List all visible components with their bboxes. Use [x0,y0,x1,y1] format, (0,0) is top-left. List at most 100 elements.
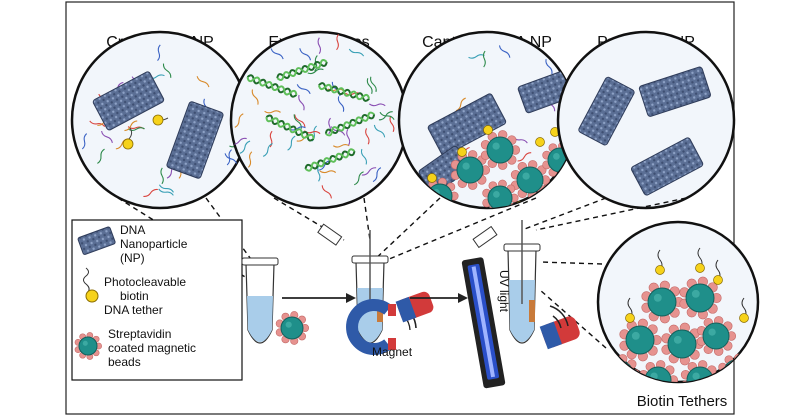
oligo [89,120,106,127]
oligo [298,94,305,111]
oligo [269,130,273,148]
nanoparticle [638,66,711,117]
oligo [262,143,273,157]
oligo [336,33,340,51]
oligo [196,76,210,88]
legend-tether-line1: Photocleavable [104,275,186,289]
label-magnet: Magnet [372,345,413,359]
nanoparticle [578,76,635,146]
oligo [224,153,238,165]
oligo [299,48,312,61]
oligo [293,114,302,129]
nanoparticle [92,71,165,131]
magnetic-bead [482,179,519,208]
biotin-dot [483,125,493,135]
oligo [143,188,158,198]
oligo [354,171,364,186]
oligo [160,167,164,185]
legend-bead-line2: coated magnetic [108,341,196,355]
biotin-dot [457,147,467,157]
bead-added [275,311,310,345]
legend-tether-icon [83,267,90,293]
oligo [158,188,174,196]
nanoparticle [166,101,224,179]
tube-crude [241,257,279,344]
oligo [365,128,370,145]
biotin-dot [713,275,723,285]
biotin-dot [625,313,635,323]
magnetic-bead [641,280,684,324]
legend-bead-line3: beads [108,355,141,369]
oligo [372,167,382,183]
oligo [369,103,386,107]
oligo [517,152,532,162]
oligo [317,164,321,182]
title-biotin: Biotin Tethers [637,393,728,410]
magnetic-bead [74,332,102,360]
legend-np-line2: Nanoparticle [120,237,188,251]
oligo [373,124,386,138]
arrow-step-1 [282,293,356,303]
oligo [97,148,105,164]
oligo [360,148,368,165]
nanoparticle [631,137,704,196]
biotin-dot [535,137,545,147]
oligo [468,54,485,59]
oligo [332,144,350,148]
magnetic-bead [696,316,737,356]
oligo [226,149,232,166]
oligo [455,97,466,112]
oligo [158,184,174,193]
legend-np-line3: (NP) [120,251,145,265]
oligo [234,113,244,128]
tube-uv [472,220,541,344]
circle-crude [70,30,250,210]
oligo [157,44,161,62]
magnetic-bead [480,130,521,170]
oligo [318,159,332,171]
oligo [498,45,511,58]
biotin-dot [122,138,134,150]
oligo [251,89,259,105]
circle-biotin [596,220,760,384]
dna-helix [276,59,328,81]
oligo [289,126,306,131]
magnetic-bead [450,150,491,190]
legend-np-icon [77,226,116,255]
oligo [296,84,311,95]
biotin-dot [152,114,164,126]
oligo [337,96,345,112]
dna-helix [304,148,356,172]
oligo [321,185,332,199]
nanoparticle [427,93,507,157]
biotin-dot [427,173,437,183]
oligo [379,111,395,120]
label-uv: UV light [497,270,511,313]
oligo [328,117,331,135]
magnetic-bead [275,311,310,345]
biotin-dot [695,263,705,273]
oligo [361,167,377,176]
legend-bead-icon [74,332,102,360]
oligo [287,135,296,151]
uv-lamp [461,257,506,389]
oligo [124,120,138,132]
magnetic-bead [661,322,704,366]
magnetic-bead [679,276,722,320]
oligo [307,68,324,75]
oligo [346,129,351,146]
oligo [482,50,486,68]
biotin-dot [655,265,665,275]
dna-helix [246,74,298,98]
legend-tether-line2: biotin [120,289,149,303]
dna-helix [317,82,371,102]
dna-helix [324,111,376,137]
oligo [370,76,377,93]
oligo [81,133,88,150]
oligo [264,110,281,114]
oligo [101,130,113,143]
oligo [366,78,373,94]
oligo [247,151,253,168]
oligo [348,48,365,57]
